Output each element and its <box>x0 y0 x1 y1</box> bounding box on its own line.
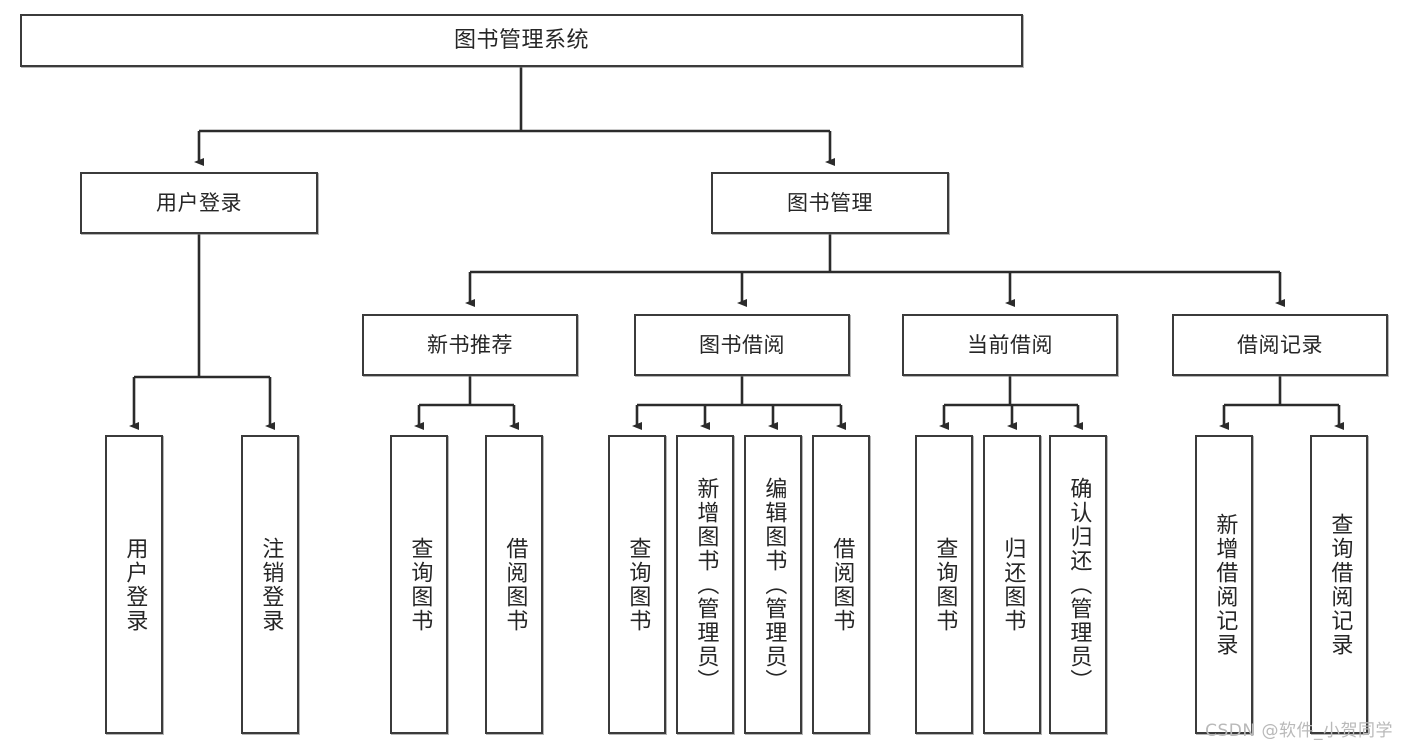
node-label: 编辑图书（管理员） <box>761 476 787 693</box>
node-label: 借阅图书 <box>502 536 528 633</box>
node-book-management[interactable]: 图书管理 <box>711 172 949 234</box>
node-label: 图书管理系统 <box>453 27 589 53</box>
csdn-watermark: CSDN @软件_小贺同学 <box>1205 721 1393 741</box>
node-label: 用户登录 <box>122 536 148 633</box>
node-borrow-record[interactable]: 借阅记录 <box>1172 314 1388 376</box>
node-label: 当前借阅 <box>967 332 1053 357</box>
node-label: 借阅图书 <box>829 536 855 633</box>
node-label: 确认归还（管理员） <box>1066 476 1092 693</box>
node-current-borrow[interactable]: 当前借阅 <box>902 314 1118 376</box>
node-leaf-add-record[interactable]: 新增借阅记录 <box>1195 435 1253 734</box>
node-new-book-recommend[interactable]: 新书推荐 <box>362 314 578 376</box>
node-book-borrow[interactable]: 图书借阅 <box>634 314 850 376</box>
node-leaf-query-book-2[interactable]: 查询图书 <box>608 435 666 734</box>
node-label: 归还图书 <box>1000 536 1026 633</box>
node-leaf-borrow-book-1[interactable]: 借阅图书 <box>485 435 543 734</box>
node-leaf-return-book[interactable]: 归还图书 <box>983 435 1041 734</box>
node-label: 新增借阅记录 <box>1212 512 1238 657</box>
node-label: 查询图书 <box>932 536 958 633</box>
node-user-login[interactable]: 用户登录 <box>80 172 318 234</box>
node-leaf-edit-book[interactable]: 编辑图书（管理员） <box>744 435 802 734</box>
node-label: 新书推荐 <box>427 332 513 357</box>
node-label: 用户登录 <box>156 190 242 215</box>
node-leaf-query-book-3[interactable]: 查询图书 <box>915 435 973 734</box>
node-leaf-borrow-book-2[interactable]: 借阅图书 <box>812 435 870 734</box>
node-leaf-add-book[interactable]: 新增图书（管理员） <box>676 435 734 734</box>
node-label: 新增图书（管理员） <box>693 476 719 693</box>
node-label: 查询借阅记录 <box>1327 512 1353 657</box>
node-leaf-logout-login[interactable]: 注销登录 <box>241 435 299 734</box>
node-label: 借阅记录 <box>1237 332 1323 357</box>
node-leaf-confirm-return[interactable]: 确认归还（管理员） <box>1049 435 1107 734</box>
node-label: 查询图书 <box>625 536 651 633</box>
node-label: 图书管理 <box>787 190 873 215</box>
node-label: 注销登录 <box>258 536 284 633</box>
node-leaf-user-login[interactable]: 用户登录 <box>105 435 163 734</box>
node-leaf-query-book-1[interactable]: 查询图书 <box>390 435 448 734</box>
node-leaf-query-record[interactable]: 查询借阅记录 <box>1310 435 1368 734</box>
node-book-management-system[interactable]: 图书管理系统 <box>20 14 1023 67</box>
node-label: 查询图书 <box>407 536 433 633</box>
node-label: 图书借阅 <box>699 332 785 357</box>
